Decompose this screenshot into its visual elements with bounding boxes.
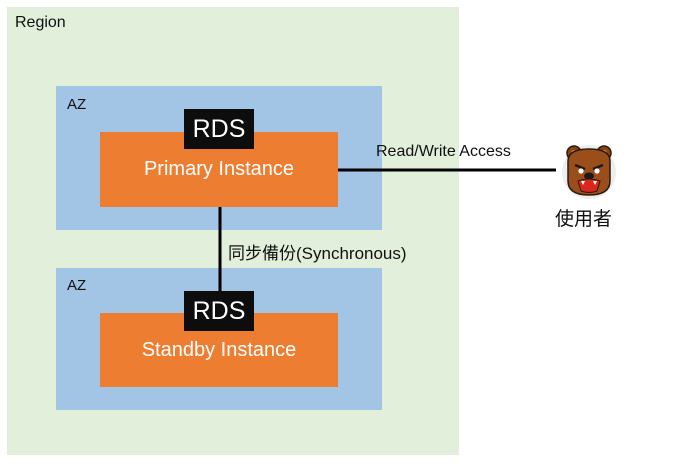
user-label: 使用者 xyxy=(555,209,613,230)
standby-instance-label: Standby Instance xyxy=(141,338,297,361)
az-label-primary: AZ xyxy=(67,96,87,113)
rds-badge-standby: RDS xyxy=(184,291,254,331)
region-label: Region xyxy=(15,14,66,31)
rds-badge-primary: RDS xyxy=(184,109,254,149)
az-label-standby: AZ xyxy=(67,277,87,294)
primary-instance-label: Primary Instance xyxy=(143,158,295,180)
sync-label: 同步備份(Synchronous) xyxy=(228,244,407,263)
access-label: Read/Write Access xyxy=(376,143,511,160)
primary-instance-box: Primary Instance xyxy=(100,132,338,207)
bear-user-icon xyxy=(562,145,616,199)
